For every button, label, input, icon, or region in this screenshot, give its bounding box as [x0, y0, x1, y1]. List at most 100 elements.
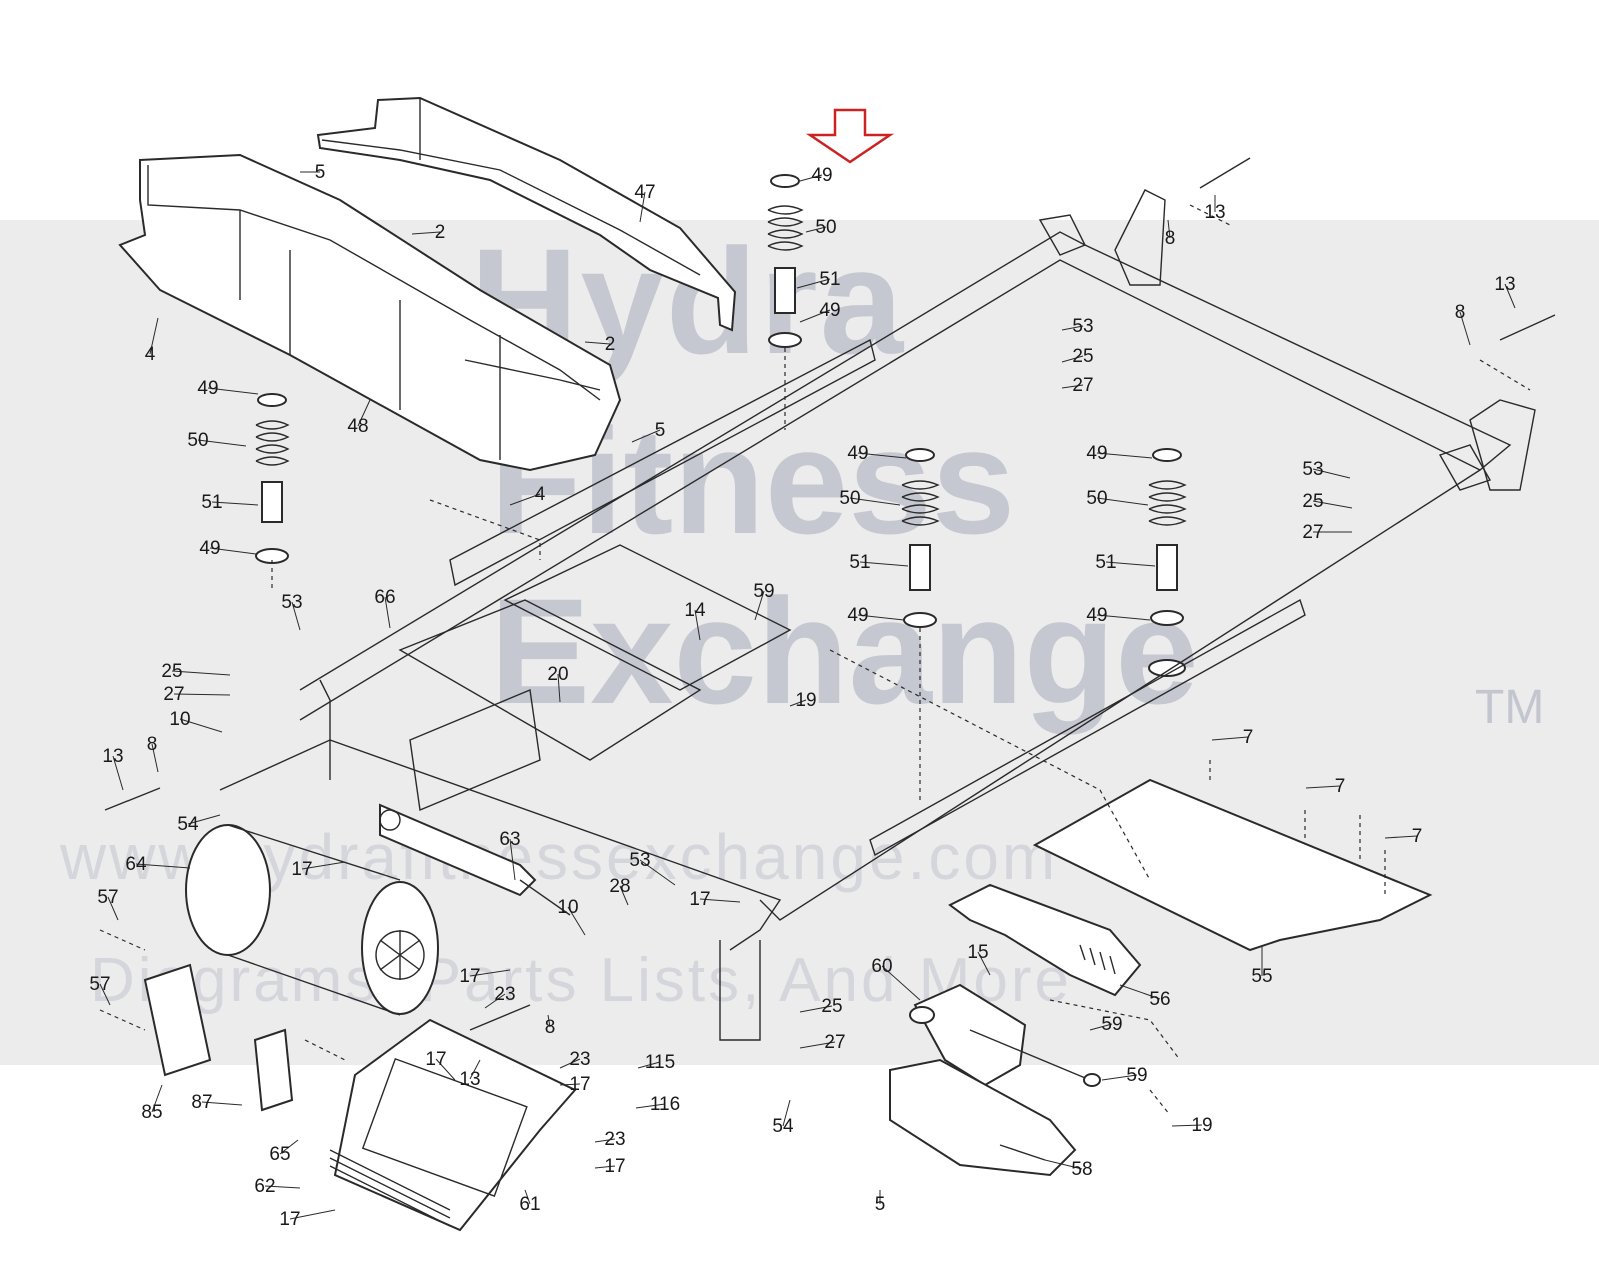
callout-c9: 49	[197, 378, 259, 399]
assembly-reference-lines	[99, 499, 1361, 1116]
callout-c79: 87	[191, 1092, 243, 1113]
leader-line	[112, 755, 124, 791]
part-number-label: 53	[1072, 316, 1093, 337]
callout-c24: 53	[1302, 459, 1351, 480]
leader-line	[799, 1041, 836, 1049]
callout-c49: 7	[1384, 826, 1423, 847]
callout-c32: 50	[1086, 488, 1149, 509]
leader-line	[107, 896, 119, 921]
callout-c87: 5	[875, 1190, 885, 1215]
part-number-label: 7	[1335, 776, 1346, 797]
callout-c45: 20	[547, 664, 569, 703]
callout-c50: 64	[125, 854, 191, 875]
leader-line	[151, 743, 159, 773]
callout-c19: 13	[1494, 274, 1516, 309]
part-number-label: 27	[1072, 375, 1093, 396]
callout-c65: 60	[871, 956, 921, 1001]
callout-c40: 13	[102, 746, 124, 791]
callout-c46: 19	[789, 690, 817, 711]
callout-c42: 54	[177, 814, 221, 835]
leader-line	[151, 1084, 163, 1113]
part-number-label: 49	[811, 165, 832, 186]
callout-c58: 57	[89, 974, 111, 1006]
callout-c68: 59	[1089, 1014, 1123, 1035]
part-number-label: 8	[1165, 228, 1176, 249]
leader-line	[699, 898, 741, 903]
part-number-label: 59	[1101, 1014, 1122, 1035]
leader-line	[209, 547, 257, 555]
hood-cover-part	[316, 96, 737, 332]
callout-c84: 17	[594, 1156, 626, 1177]
part-number-label: 7	[1412, 826, 1423, 847]
part-number-label: 51	[819, 269, 840, 290]
callout-c17: 8	[1165, 219, 1176, 249]
part-number-label: 49	[197, 378, 218, 399]
leader-line	[1312, 468, 1351, 479]
part-number-label: 116	[650, 1094, 680, 1115]
callout-c36: 66	[374, 587, 396, 629]
part-number-label: 57	[97, 887, 118, 908]
part-number-label: 60	[871, 956, 892, 977]
leader-line	[1061, 325, 1084, 331]
part-number-label: 2	[605, 334, 616, 355]
leader-line	[173, 693, 231, 696]
leader-line	[149, 317, 159, 355]
leader-line	[1096, 497, 1149, 506]
rear-spring-assembly-a	[901, 448, 940, 800]
leader-line	[1384, 835, 1418, 839]
callout-c6: 48	[347, 399, 371, 437]
leader-line	[805, 226, 827, 233]
part-number-label: 19	[1191, 1115, 1212, 1136]
axle-bolts	[104, 157, 1556, 1031]
part-number-label: 2	[435, 222, 446, 243]
callout-c39: 10	[169, 709, 223, 733]
part-number-label: 54	[772, 1116, 794, 1137]
leader-line	[179, 718, 223, 733]
leader-line	[201, 1101, 243, 1106]
callout-c71: 17	[425, 1049, 456, 1081]
highlight-arrow-icon	[805, 108, 895, 164]
callout-c82: 17	[279, 1209, 336, 1230]
leader-line	[857, 452, 907, 459]
callout-c66: 56	[1119, 984, 1171, 1010]
small-circuit-boards	[143, 963, 294, 1112]
part-number-label: 13	[1204, 202, 1225, 223]
leader-line	[782, 1099, 791, 1127]
part-number-label: 49	[199, 538, 220, 559]
callout-c13: 49	[799, 165, 833, 186]
leader-line	[631, 429, 661, 443]
part-number-label: 13	[1494, 274, 1515, 295]
leader-line	[171, 670, 231, 676]
part-number-label: 17	[459, 966, 480, 987]
callout-c74: 17	[559, 1074, 591, 1095]
leader-line	[384, 596, 391, 629]
center-spring-assembly	[767, 174, 804, 430]
part-number-label: 13	[459, 1069, 480, 1090]
leader-line	[484, 993, 506, 1009]
part-number-label: 23	[494, 984, 515, 1005]
leader-line	[524, 1189, 531, 1205]
part-number-label: 27	[1302, 522, 1323, 543]
callout-c62: 25	[799, 996, 843, 1017]
part-number-label: 59	[1126, 1065, 1147, 1086]
callout-c80: 65	[269, 1139, 299, 1165]
part-number-label: 17	[279, 1209, 300, 1230]
callout-c26: 27	[1302, 522, 1352, 543]
callout-c63: 27	[799, 1032, 846, 1053]
part-number-label: 47	[634, 182, 655, 203]
part-number-label: 7	[1243, 727, 1254, 748]
callout-c81: 62	[254, 1176, 301, 1197]
leader-line	[211, 501, 259, 506]
leader-line	[1089, 1023, 1113, 1031]
part-number-label: 57	[89, 974, 110, 995]
leader-line	[559, 1083, 581, 1086]
part-number-label: 25	[821, 996, 842, 1017]
callout-c57: 57	[97, 887, 119, 921]
part-number-label: 49	[819, 300, 840, 321]
leader-line	[187, 814, 221, 825]
part-number-label: 53	[1302, 459, 1323, 480]
controller-assembly-part	[329, 1018, 577, 1232]
leader-line	[859, 561, 909, 567]
callout-c61: 8	[545, 1014, 555, 1038]
callout-c75: 115	[637, 1052, 675, 1073]
